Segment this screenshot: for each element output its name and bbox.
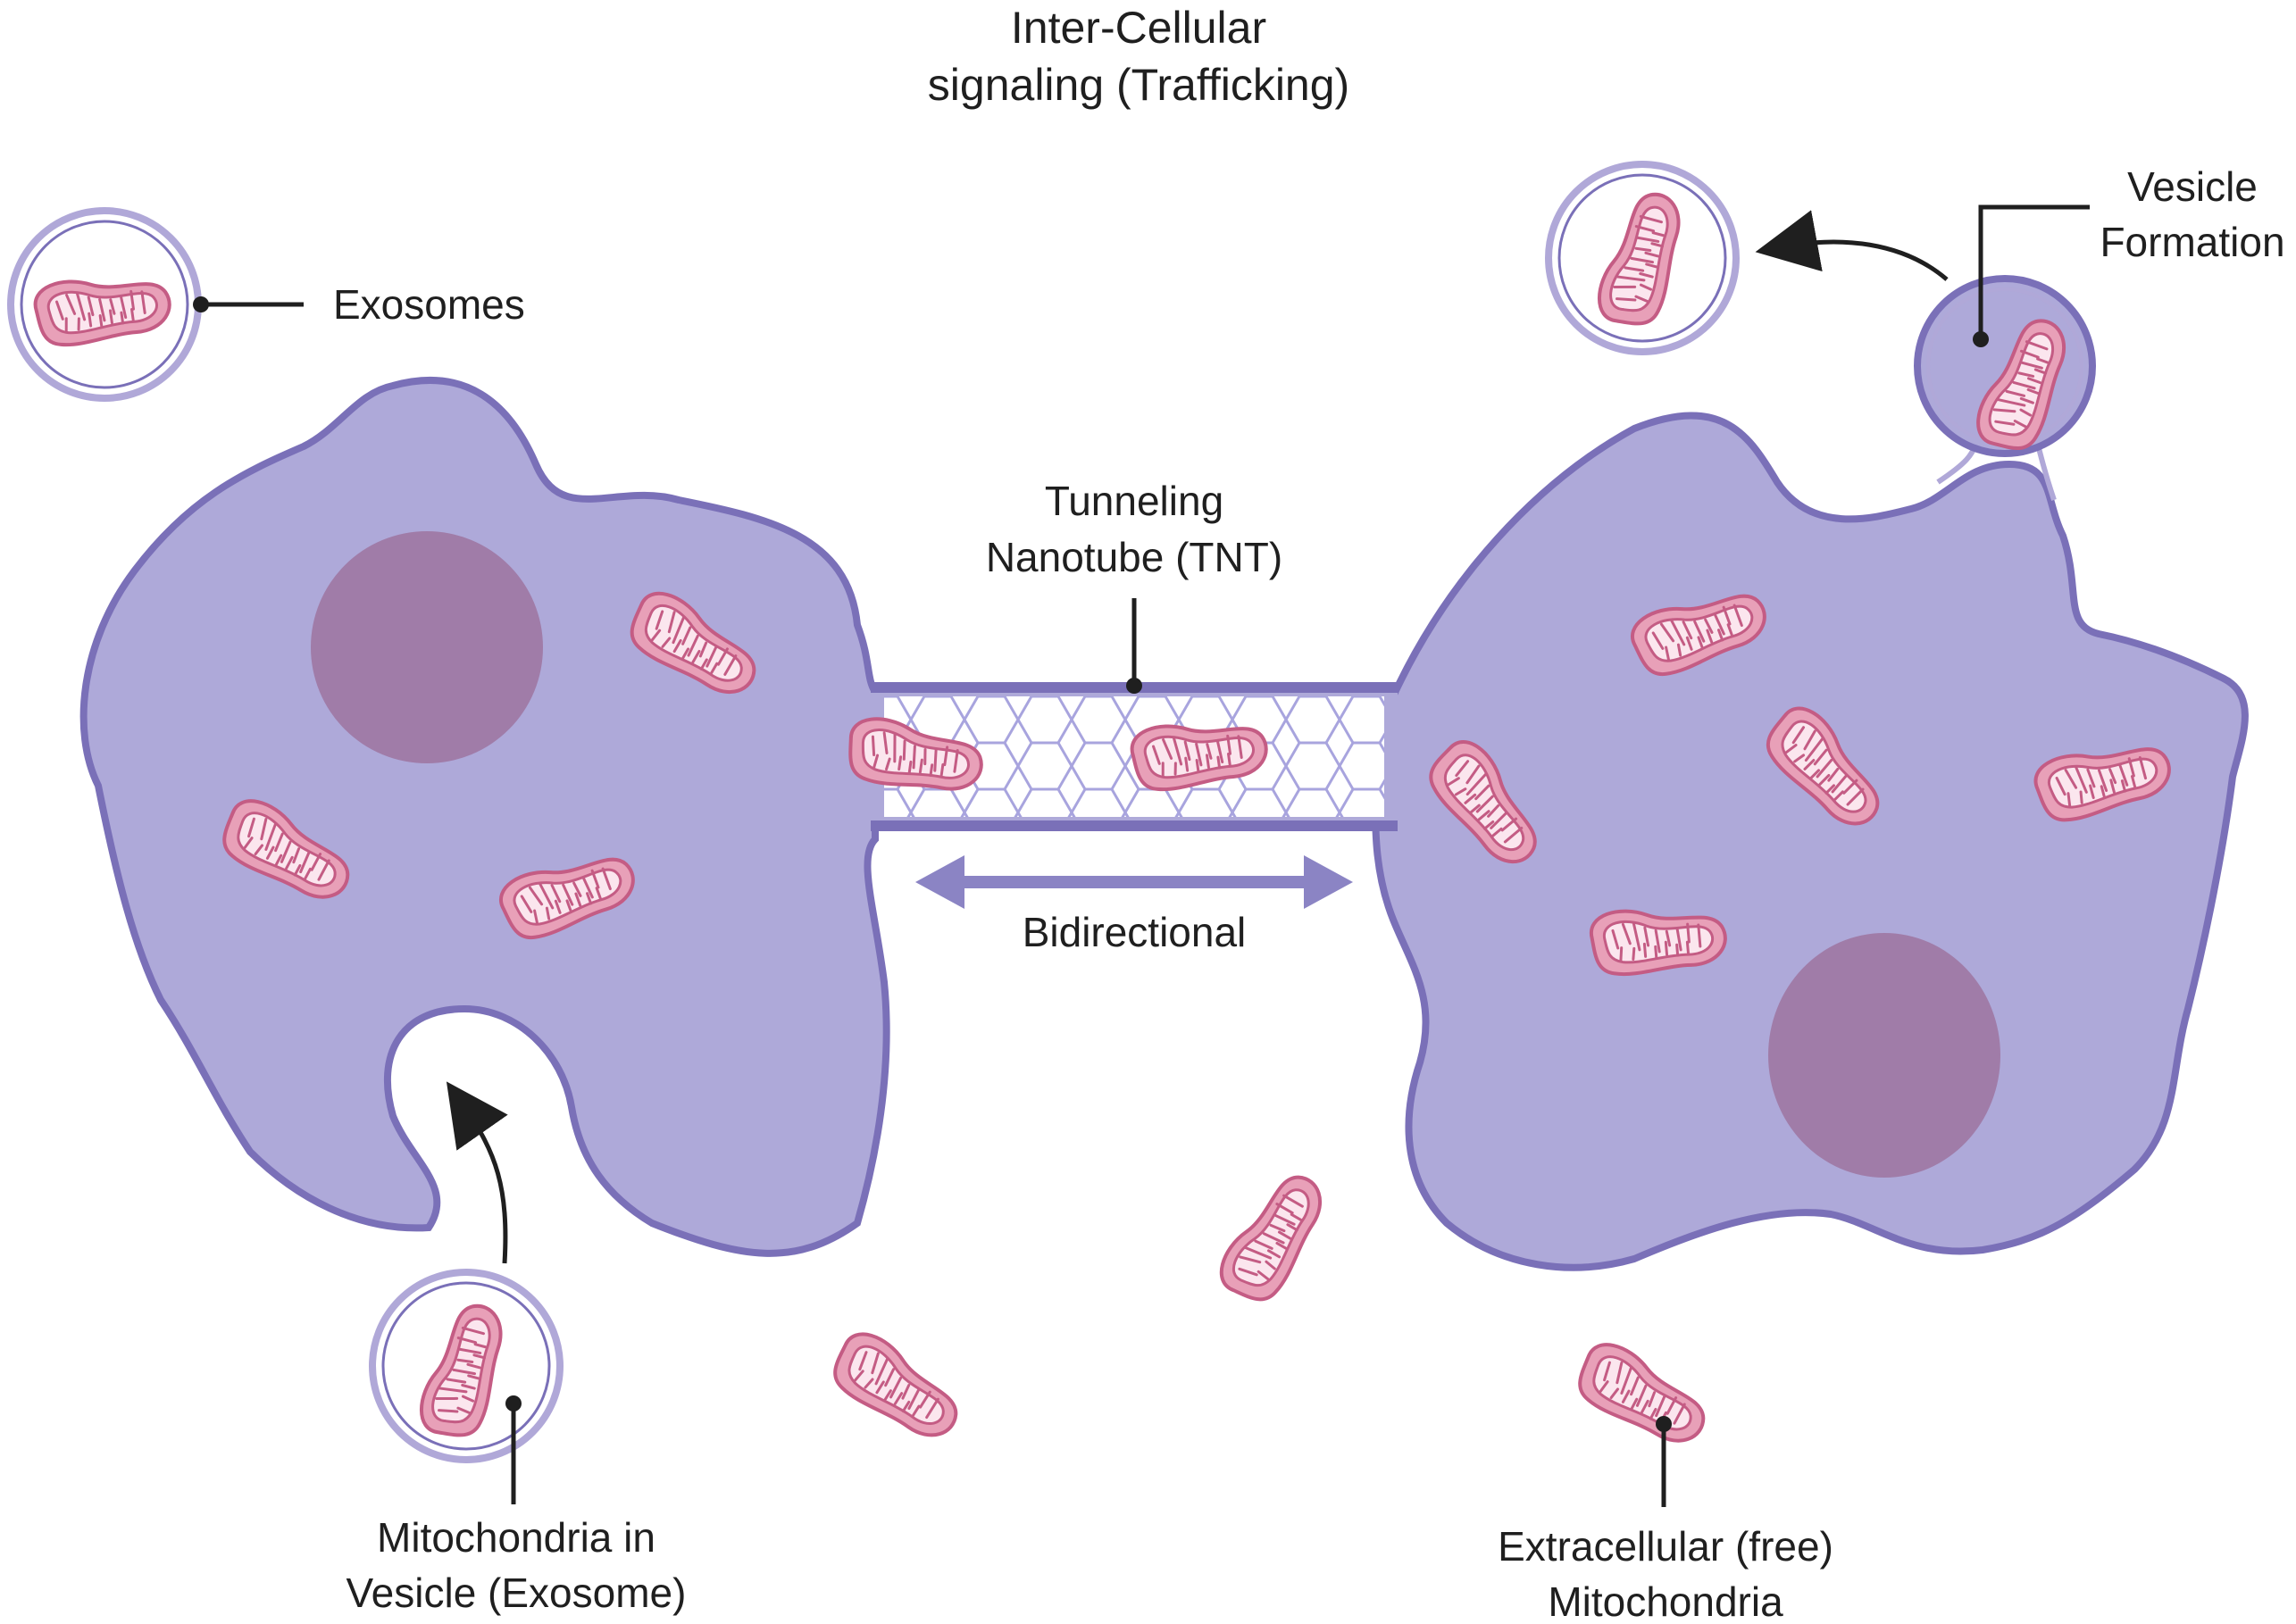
mitochondrion-free [822, 1323, 973, 1452]
label-exosomes: Exosomes [333, 281, 525, 328]
label-tnt-line-1: Tunneling [1045, 478, 1223, 524]
right-nucleus [1768, 933, 2000, 1178]
label-mito-in-vesicle-line-1: Mitochondria in [377, 1514, 655, 1561]
left-cell [79, 376, 890, 1257]
label-tnt-line-2: Nanotube (TNT) [986, 534, 1282, 580]
bidirectional-arrow [915, 855, 1353, 909]
exosome-top-left-inner [20, 220, 189, 389]
vesicle-release-arrow [1755, 210, 1949, 281]
label-bidirectional: Bidirectional [1023, 909, 1247, 955]
title-line-1: Inter-Cellular [1011, 3, 1266, 53]
label-vesicle-formation-line-2: Formation [2100, 219, 2284, 265]
vesicle-formation-leader [1973, 204, 2090, 347]
left-nucleus [311, 531, 543, 763]
label-extracellular-line-1: Extracellular (free) [1498, 1523, 1833, 1570]
label-extracellular-line-2: Mitochondria [1548, 1578, 1783, 1624]
uptake-arrow [446, 1081, 508, 1264]
mitochondrion-free [1570, 1336, 1717, 1453]
mitochondrion-free [1210, 1161, 1336, 1312]
exosome-top-right-inner [1557, 173, 1727, 343]
mito-in-vesicle-leader [505, 1395, 522, 1504]
exosomes-leader [193, 296, 304, 312]
label-mito-in-vesicle-line-2: Vesicle (Exosome) [346, 1570, 687, 1616]
exosome-bottom-left-inner [381, 1281, 551, 1451]
label-vesicle-formation-line-1: Vesicle [2127, 163, 2258, 210]
tnt-leader [1126, 598, 1142, 694]
title-line-2: signaling (Trafficking) [928, 60, 1349, 110]
right-cell [1372, 412, 2249, 1271]
extracellular-leader [1656, 1416, 1672, 1507]
